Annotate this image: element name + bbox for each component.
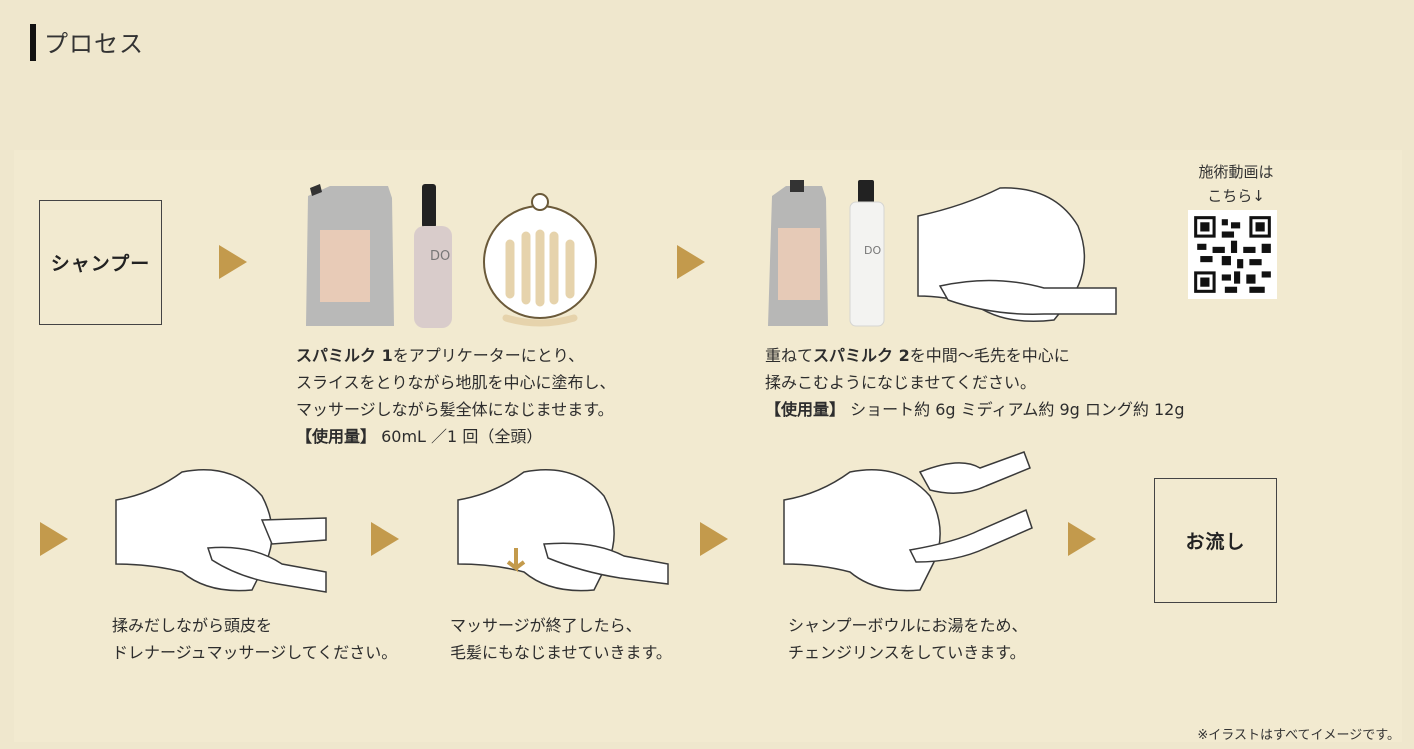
spa-milk-2-products-illustration: DO	[768, 180, 1117, 327]
arrow-icon	[1068, 522, 1096, 556]
usage-value: 60mL ／1 回（全頭）	[381, 427, 543, 446]
step4-description: マッサージが終了したら、 毛髪にもなじませていきます。	[450, 616, 672, 662]
hair-blending-illustration	[457, 469, 669, 592]
arrow-icon	[371, 522, 399, 556]
bottle-label-text: DO	[864, 244, 881, 257]
usage-value: ショート約 6g ミディアム約 9g ロング約 12g	[850, 400, 1185, 419]
usage-label: 【使用量】	[765, 400, 846, 419]
arrow-icon	[700, 522, 728, 556]
qr-code[interactable]	[1188, 210, 1277, 299]
footnote: ※イラストはすべてイメージです。	[1197, 728, 1400, 743]
down-arrow-icon	[506, 548, 526, 572]
product-name: スパミルク 2	[813, 346, 910, 365]
product-name: スパミルク 1	[296, 346, 393, 365]
section-header: プロセス	[26, 14, 166, 64]
step1-description: スパミルク 1をアプリケーターにとり、 スライスをとりながら地肌を中心に塗布し、…	[296, 346, 616, 446]
step3-description: 揉みだしながら頭皮を ドレナージュマッサージしてください。	[112, 616, 398, 662]
arrow-icon	[677, 245, 705, 279]
header-accent-bar	[30, 24, 36, 61]
shampoo-bowl-rinse-illustration	[783, 451, 1033, 592]
spa-milk-1-products-illustration: DO	[306, 184, 597, 328]
bottle-label-text: DO	[430, 249, 450, 264]
rinse-box: お流し	[1154, 478, 1277, 603]
arrow-icon	[219, 245, 247, 279]
step5-description: シャンプーボウルにお湯をため、 チェンジリンスをしていきます。	[788, 616, 1028, 662]
step2-description: 重ねてスパミルク 2を中間〜毛先を中心に 揉みこむようになじませてください。 【…	[765, 346, 1185, 419]
arrow-icon	[40, 522, 68, 556]
qr-caption: 施術動画は こちら↓	[1198, 163, 1274, 205]
scalp-drainage-massage-illustration	[115, 469, 327, 593]
page-title: プロセス	[44, 30, 144, 58]
usage-label: 【使用量】	[296, 427, 377, 446]
shampoo-box: シャンプー	[39, 200, 162, 325]
